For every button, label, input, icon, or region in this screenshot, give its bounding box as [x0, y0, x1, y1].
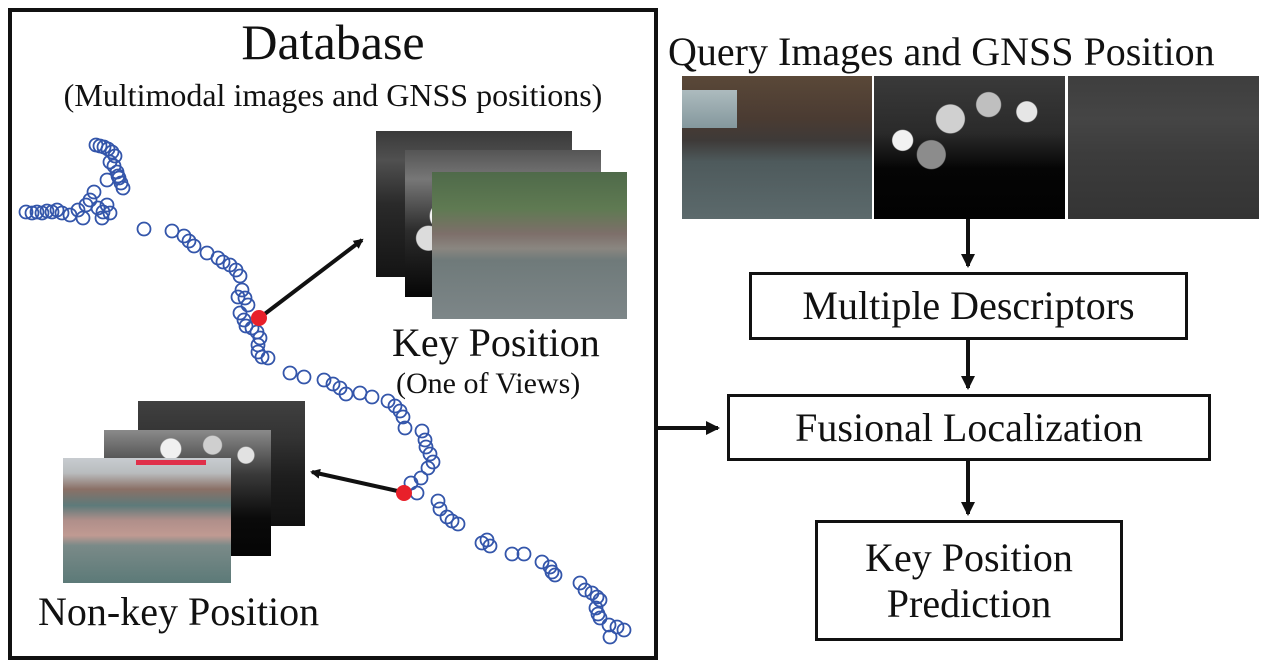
trajectory-point [420, 460, 436, 476]
trajectory-point [95, 204, 111, 220]
trajectory-point [100, 141, 116, 157]
trajectory-point [482, 538, 498, 554]
query-depth-image[interactable] [874, 76, 1065, 219]
trajectory-point [39, 203, 55, 219]
trajectory-point [210, 250, 226, 266]
key-position-sublabel: (One of Views) [396, 367, 581, 400]
trajectory-point [186, 238, 202, 254]
trajectory-point [232, 305, 248, 321]
query-rgb-building [682, 90, 737, 128]
multiple-descriptors-box[interactable]: Multiple Descriptors [749, 272, 1188, 340]
trajectory-point [409, 485, 425, 501]
trajectory-point [609, 619, 625, 635]
multiple-descriptors-label: Multiple Descriptors [802, 283, 1135, 328]
trajectory-point [616, 622, 632, 638]
trajectory-point [296, 369, 312, 385]
trajectory-point [592, 610, 608, 626]
trajectory-point [504, 546, 520, 562]
trajectory-point [99, 197, 115, 213]
trajectory-point [230, 289, 246, 305]
trajectory-point [236, 312, 252, 328]
trajectory-point [602, 629, 618, 645]
trajectory-point [90, 200, 106, 216]
non-key-position-marker[interactable] [396, 485, 412, 501]
trajectory-point [547, 567, 563, 583]
trajectory-point [102, 205, 118, 221]
non-key-position-rgb-view [63, 458, 231, 583]
trajectory-point [82, 192, 98, 208]
trajectory-point [395, 409, 411, 425]
trajectory-point [282, 365, 298, 381]
fusional-localization-label: Fusional Localization [795, 404, 1143, 450]
trajectory-point [176, 228, 192, 244]
trajectory-point [534, 554, 550, 570]
trajectory-point [577, 582, 593, 598]
trajectory-point [352, 385, 368, 401]
key-position-prediction-line2: Prediction [886, 580, 1052, 626]
database-panel [8, 8, 658, 660]
trajectory-point [588, 600, 604, 616]
trajectory-point [397, 420, 413, 436]
trajectory-point [215, 254, 231, 270]
trajectory-point [592, 592, 608, 608]
trajectory-point [29, 204, 45, 220]
trajectory-point [70, 202, 86, 218]
trajectory-point [24, 205, 40, 221]
trajectory-point [439, 509, 455, 525]
trajectory-point [18, 204, 34, 220]
trajectory-point [237, 290, 253, 306]
trajectory-point [238, 318, 254, 334]
key-position-marker[interactable] [251, 310, 267, 326]
trajectory-point [601, 617, 617, 633]
trajectory-point [450, 516, 466, 532]
database-subtitle: (Multimodal images and GNSS positions) [63, 77, 603, 113]
trajectory-point [102, 154, 118, 170]
trajectory-point [418, 439, 434, 455]
non-key-position-banner [136, 460, 206, 465]
trajectory-point [234, 282, 250, 298]
key-position-rgb-view [432, 172, 627, 319]
trajectory-point [432, 501, 448, 517]
trajectory-point [430, 493, 446, 509]
trajectory-point [325, 376, 341, 392]
query-infrared-image[interactable] [1068, 76, 1259, 219]
trajectory-point [115, 180, 131, 196]
trajectory-point [181, 233, 197, 249]
key-position-prediction-box[interactable]: Key Position Prediction [815, 520, 1123, 641]
non-key-position-label: Non-key Position [38, 589, 320, 634]
key-position-prediction-line1: Key Position [865, 534, 1073, 580]
trajectory-point [136, 221, 152, 237]
query-title: Query Images and GNSS Position [668, 29, 1215, 74]
trajectory-point [254, 349, 270, 365]
fusional-localization-box[interactable]: Fusional Localization [727, 394, 1211, 461]
trajectory-point [544, 564, 560, 580]
trajectory-point [252, 330, 268, 346]
trajectory-point [516, 546, 532, 562]
trajectory-point [417, 432, 433, 448]
trajectory-point [240, 297, 256, 313]
database-title: Database [241, 14, 425, 70]
trajectory-point [589, 589, 605, 605]
trajectory-point [316, 372, 332, 388]
trajectory-point [260, 350, 276, 366]
trajectory-point [94, 210, 110, 226]
trajectory-point [422, 446, 438, 462]
non-key-position-arrow [310, 468, 403, 494]
trajectory-point [164, 223, 180, 239]
trajectory-point [232, 268, 248, 284]
trajectory-point [104, 144, 120, 160]
trajectory-point [414, 423, 430, 439]
key-position-label: Key Position [392, 320, 600, 365]
trajectory-point [338, 386, 354, 402]
trajectory-point [387, 398, 403, 414]
trajectory-point [364, 389, 380, 405]
trajectory-point [54, 205, 70, 221]
trajectory-point [86, 184, 102, 200]
trajectory-point [110, 168, 126, 184]
key-position-arrow [260, 238, 364, 318]
